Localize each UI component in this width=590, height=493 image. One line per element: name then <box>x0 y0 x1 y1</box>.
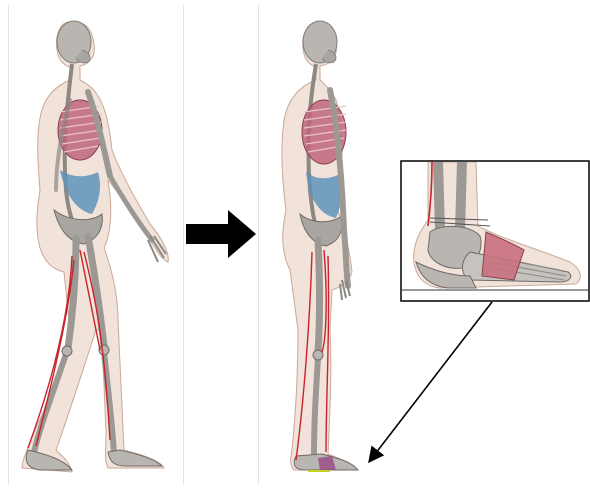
walking-foot-front <box>108 450 162 466</box>
walking-model <box>22 21 168 472</box>
pointer-arrow-icon <box>372 302 492 458</box>
standing-model <box>282 21 358 471</box>
walking-arm-lower <box>110 176 152 240</box>
arrow-right-icon <box>186 210 256 258</box>
walking-body-silhouette <box>22 22 168 472</box>
foot-detail-inset <box>401 161 589 301</box>
standing-femur <box>318 240 320 352</box>
